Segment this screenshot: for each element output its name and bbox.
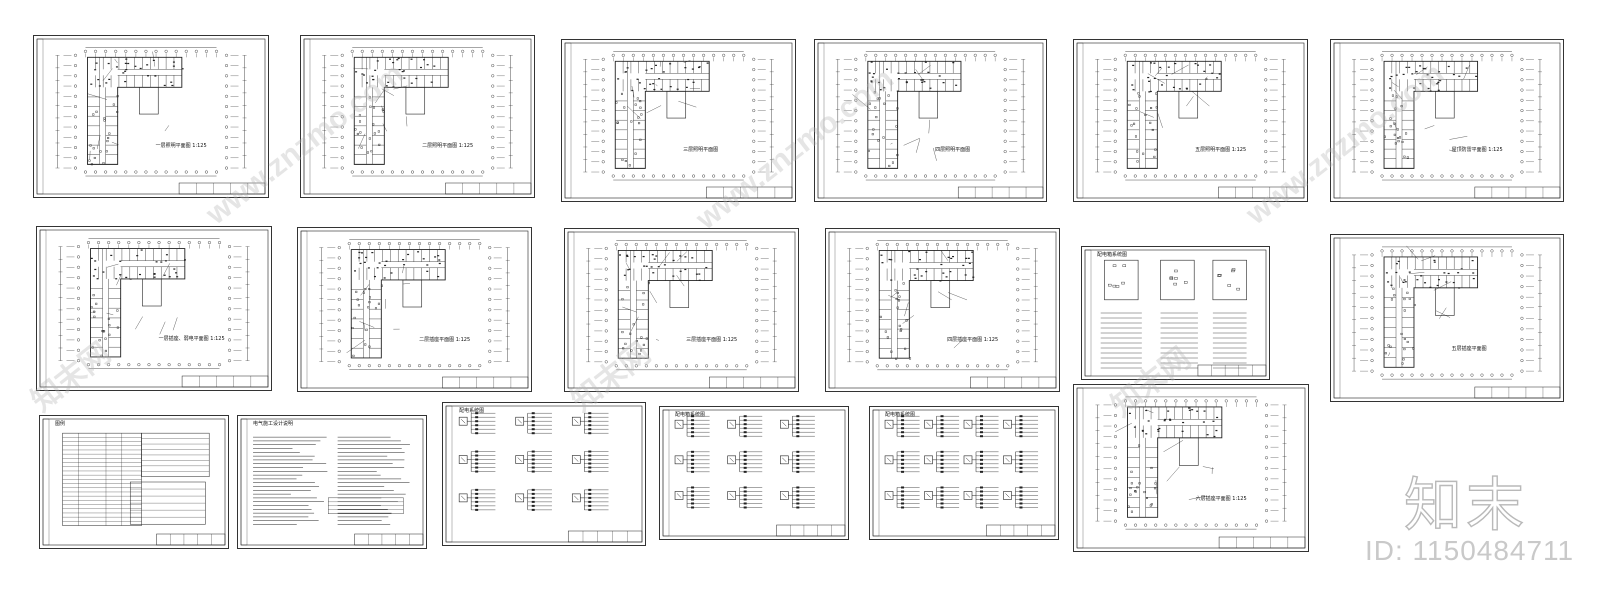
sheet-title-label: 一层照明平面图 1:125 [155, 143, 207, 150]
sheet-title-label: 二层插座平面图 1:125 [419, 336, 471, 343]
sheet-title-label: 图例 [55, 421, 66, 427]
sheet-drawing [42, 418, 226, 546]
sheet-15[interactable]: 配电系统图 [442, 402, 646, 546]
sheet-title-label: 配电箱系统图 [675, 412, 706, 418]
sheet-drawing [1076, 387, 1306, 549]
sheet-drawing [828, 231, 1057, 389]
sheet-13[interactable]: 图例 [39, 415, 229, 549]
sheet-title-label: 电气施工设计说明 [253, 421, 294, 427]
sheet-drawing [872, 409, 1056, 537]
sheet-title-label: 三层照明平面图 [683, 147, 719, 154]
sheet-drawing [1333, 42, 1561, 199]
sheet-14[interactable]: 电气施工设计说明 [237, 415, 427, 549]
sheet-drawing [1084, 249, 1267, 377]
sheet-drawing [39, 229, 269, 388]
sheet-drawing [303, 38, 532, 195]
sheet-11[interactable]: 配电箱系统图 [1081, 246, 1270, 380]
sheet-title-label: 屋顶防雷平面图 1:125 [1451, 147, 1503, 154]
sheet-drawing [662, 409, 846, 537]
sheet-title-label: 配电箱系统图 [885, 412, 916, 418]
sheet-title-label: 配电箱系统图 [1096, 252, 1127, 258]
sheet-title-label: 一层插座、弱电平面图 1:125 [158, 335, 225, 342]
sheet-drawing [1076, 42, 1305, 199]
sheet-12[interactable]: 五层插座平面图 [1330, 234, 1564, 402]
sheet-title-label: 四层照明平面图 [935, 147, 971, 154]
sheet-title-label: 五层插座平面图 [1451, 345, 1487, 352]
sheet-9[interactable]: 三层插座平面图 1:125 [564, 228, 799, 392]
sheet-title-label: 五层照明平面图 1:125 [1195, 147, 1247, 154]
sheet-16[interactable]: 配电箱系统图 [659, 406, 849, 540]
sheet-4[interactable]: 四层照明平面图 [814, 39, 1047, 202]
sheet-drawing [300, 230, 529, 389]
sheet-1[interactable]: 一层照明平面图 1:125 [33, 35, 269, 198]
sheet-6[interactable]: 屋顶防雷平面图 1:125 [1330, 39, 1564, 202]
sheet-title-label: 三层插座平面图 1:125 [686, 336, 738, 343]
sheet-drawing [36, 38, 266, 195]
sheet-5[interactable]: 五层照明平面图 1:125 [1073, 39, 1308, 202]
sheet-drawing [240, 418, 424, 546]
sheet-7[interactable]: 一层插座、弱电平面图 1:125 [36, 226, 272, 391]
sheet-title-label: 四层插座平面图 1:125 [947, 336, 999, 343]
brand-watermark: 知末 [1403, 470, 1529, 539]
sheet-3[interactable]: 三层照明平面图 [561, 39, 796, 202]
sheet-drawing [1333, 237, 1561, 399]
sheet-drawing [445, 405, 643, 543]
sheet-2[interactable]: 二层照明平面图 1:125 [300, 35, 535, 198]
sheet-title-label: 二层照明平面图 1:125 [422, 143, 474, 150]
sheet-title-label: 配电系统图 [459, 408, 485, 414]
sheet-8[interactable]: 二层插座平面图 1:125 [297, 227, 532, 392]
sheet-drawing [564, 42, 793, 199]
sheet-10[interactable]: 四层插座平面图 1:125 [825, 228, 1060, 392]
id-watermark: ID: 1150484711 [1365, 535, 1575, 566]
sheet-drawing [817, 42, 1044, 199]
sheet-drawing [567, 231, 796, 389]
sheet-18[interactable]: 六层插座平面图 1:125 [1073, 384, 1309, 552]
sheet-title-label: 六层插座平面图 1:125 [1195, 495, 1247, 502]
sheet-17[interactable]: 配电箱系统图 [869, 406, 1059, 540]
